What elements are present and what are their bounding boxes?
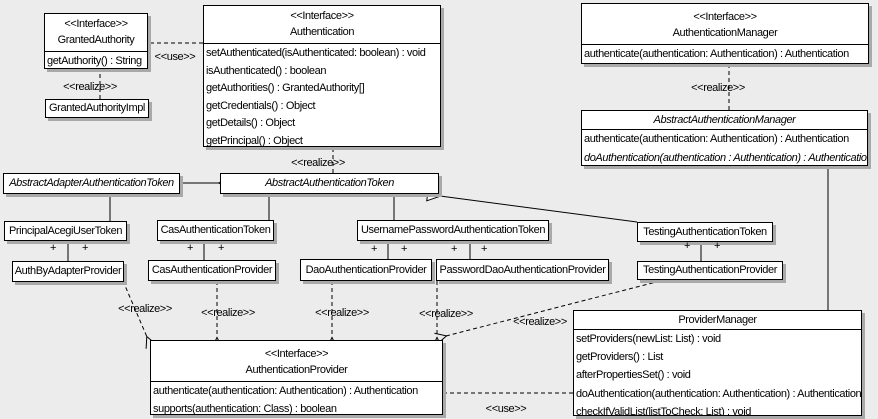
realize-label: <<realize>> — [691, 82, 745, 94]
class-name: CasAuthenticationToken — [160, 224, 271, 236]
class-authentication-manager: <<Interface>> AuthenticationManager auth… — [581, 3, 869, 64]
class-name: AuthenticationManager — [672, 27, 778, 39]
class-name: TestingAuthenticationProvider — [643, 264, 777, 276]
class-granted-authority-impl: GrantedAuthorityImpl — [45, 99, 149, 118]
class-provider-manager: ProviderManager setProviders(newList: Li… — [573, 310, 862, 416]
class-name: PrincipalAcegiUserToken — [8, 225, 123, 237]
multiplicity-label: + — [370, 243, 378, 255]
method-row-abstract: doAuthentication(authentication : Authen… — [584, 151, 868, 164]
multiplicity-label: + — [683, 240, 691, 252]
realize-testing-provider-to-authenticationprovider — [446, 280, 661, 336]
multiplicity-label: + — [480, 243, 488, 255]
realize-label: <<realize>> — [63, 81, 117, 93]
method-row: authenticate(authentication: Authenticat… — [584, 48, 849, 60]
class-authentication: <<Interface>> Authentication setAuthenti… — [203, 5, 441, 147]
method-row: getProviders() : List — [576, 351, 663, 364]
class-name: AuthenticationProvider — [245, 364, 348, 376]
multiplicity-label: + — [400, 243, 408, 255]
method-row: doAuthentication(authentication: Authent… — [576, 387, 862, 400]
stereotype-label: <<Interface>> — [693, 11, 757, 23]
class-name: GrantedAuthority — [57, 34, 135, 46]
multiplicity-label: + — [81, 242, 89, 254]
class-auth-by-adapter-provider: AuthByAdapterProvider — [12, 261, 124, 282]
class-abstract-authentication-manager: AbstractAuthenticationManager authentica… — [581, 110, 868, 166]
class-header: <<Interface>> AuthenticationProvider — [151, 341, 442, 382]
class-name: AbstractAuthenticationToken — [265, 177, 394, 189]
class-principal-acegi-user-token: PrincipalAcegiUserToken — [4, 221, 127, 241]
class-abstract-adapter-authentication-token: AbstractAdapterAuthenticationToken — [3, 173, 180, 194]
class-username-password-authentication-token: UsernamePasswordAuthenticationToken — [357, 220, 549, 241]
class-header: <<Interface>> Authentication — [204, 6, 440, 44]
class-header: <<Interface>> GrantedAuthority — [45, 14, 147, 52]
stereotype-label: <<Interface>> — [264, 348, 329, 360]
class-dao-authentication-provider: DaoAuthenticationProvider — [300, 259, 432, 281]
class-name: UsernamePasswordAuthenticationToken — [360, 224, 546, 236]
use-label: <<use>> — [485, 403, 527, 415]
method-row: authenticate(authentication: Authenticat… — [584, 133, 849, 145]
multiplicity-label: + — [217, 242, 225, 254]
stereotype-label: <<Interface>> — [290, 10, 354, 22]
method-row: authenticate(authentication: Authenticat… — [153, 385, 418, 397]
class-name: AuthByAdapterProvider — [14, 265, 122, 277]
class-granted-authority: <<Interface>> GrantedAuthority getAuthor… — [44, 13, 148, 69]
realize-label: <<realize>> — [315, 307, 369, 319]
class-name: ProviderManager — [574, 311, 861, 330]
class-name: PasswordDaoAuthenticationProvider — [439, 264, 606, 276]
class-header: <<Interface>> AuthenticationManager — [582, 4, 868, 45]
realize-label: <<realize>> — [419, 308, 473, 320]
generalization-testing-token-to-abstract-token — [440, 196, 638, 223]
realize-label: <<realize>> — [291, 157, 345, 169]
realize-label: <<realize>> — [513, 316, 567, 328]
method-row: setProviders(newList: List) : void — [576, 333, 721, 345]
multiplicity-label: + — [186, 242, 194, 254]
class-testing-authentication-provider: TestingAuthenticationProvider — [637, 261, 783, 280]
method-row: getPrincipal() : Object — [206, 134, 303, 147]
method-row: afterPropertiesSet() : void — [576, 369, 691, 382]
class-name: DaoAuthenticationProvider — [305, 264, 427, 276]
method-row: isAuthenticated() : boolean — [206, 64, 327, 77]
class-testing-authentication-token: TestingAuthenticationToken — [637, 222, 773, 242]
class-name: AbstractAdapterAuthenticationToken — [9, 177, 174, 189]
method-row: getAuthorities() : GrantedAuthority[] — [206, 82, 365, 94]
stereotype-label: <<Interface>> — [64, 18, 128, 30]
class-password-dao-authentication-provider: PasswordDaoAuthenticationProvider — [436, 259, 609, 281]
class-abstract-authentication-token: AbstractAuthenticationToken — [220, 173, 439, 194]
method-row: supports(authentication: Class) : boolea… — [153, 402, 337, 415]
class-cas-authentication-token: CasAuthenticationToken — [157, 220, 274, 241]
multiplicity-label: + — [49, 242, 57, 254]
class-name: CasAuthenticationProvider — [151, 264, 273, 276]
realize-label: <<realize>> — [118, 303, 172, 315]
class-name: TestingAuthenticationToken — [643, 226, 767, 238]
method-row: getDetails() : Object — [206, 117, 295, 129]
class-name: AbstractAuthenticationManager — [582, 111, 867, 130]
multiplicity-label: + — [450, 243, 458, 255]
method-row: setAuthenticated(isAuthenticated: boolea… — [206, 47, 426, 59]
realize-authbyadapter-to-authenticationprovider — [122, 280, 147, 337]
method-row: checkIfValidList(listToCheck: List) : vo… — [576, 405, 751, 416]
class-cas-authentication-provider: CasAuthenticationProvider — [148, 260, 276, 281]
multiplicity-label: + — [713, 240, 721, 252]
class-authentication-provider: <<Interface>> AuthenticationProvider aut… — [150, 340, 443, 415]
use-label: <<use>> — [154, 51, 196, 63]
realize-label: <<realize>> — [201, 307, 255, 319]
class-name: Authentication — [289, 26, 355, 38]
method-row: getCredentials() : Object — [206, 99, 316, 112]
class-name: GrantedAuthorityImpl — [49, 102, 145, 114]
method-row: getAuthority() : String — [47, 55, 142, 67]
